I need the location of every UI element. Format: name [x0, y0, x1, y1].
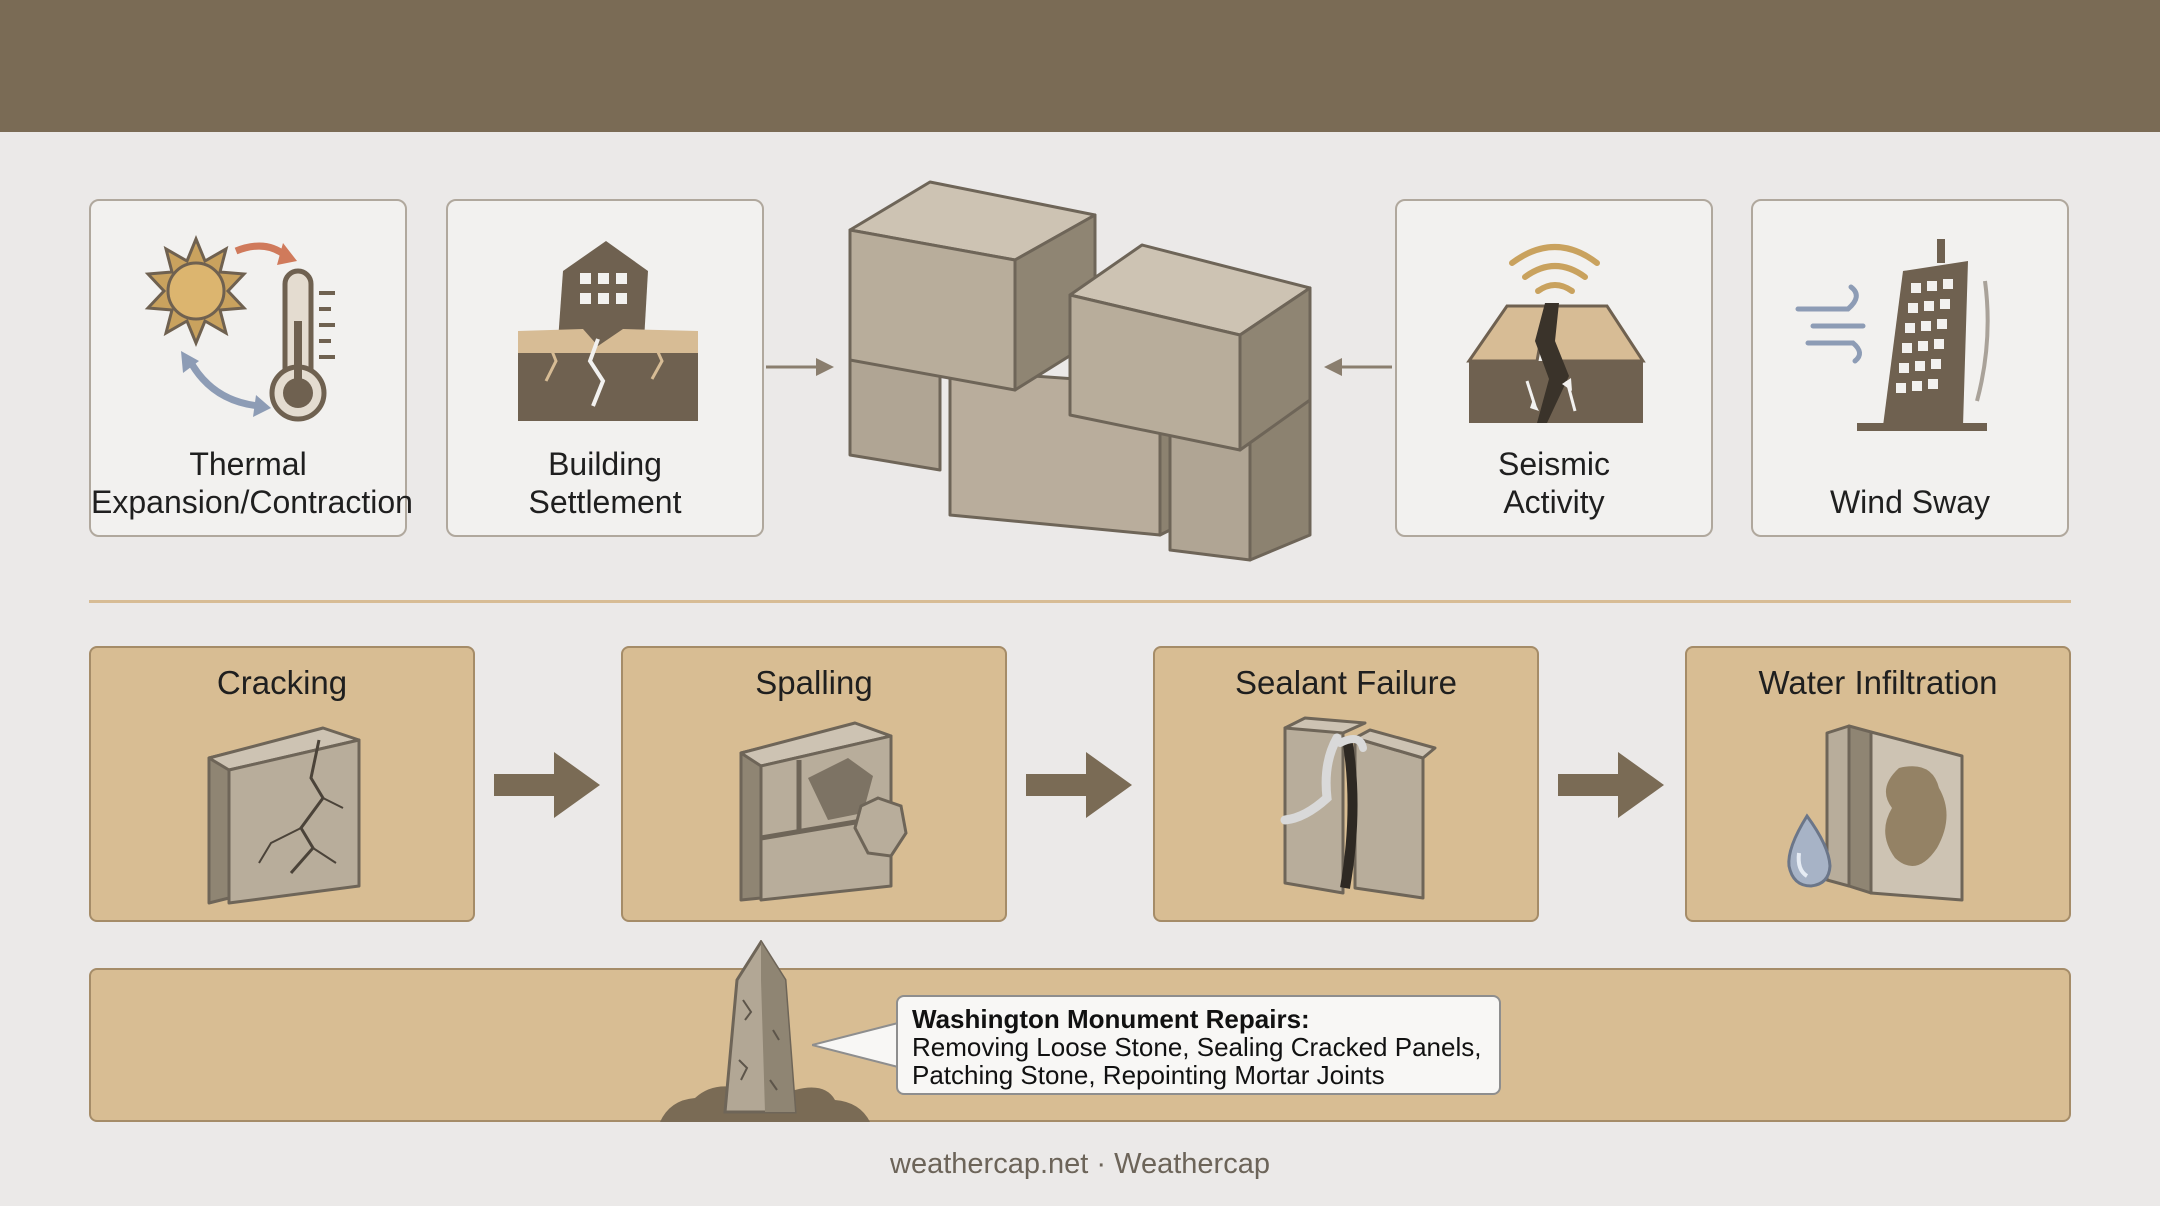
force-card-wind: Wind Sway — [1751, 199, 2069, 537]
arrow-left-icon — [1324, 358, 1392, 376]
failure-label-water: Water Infiltration — [1758, 664, 1998, 701]
force-label-seismic: Seismic Activity — [1497, 446, 1610, 520]
repairs-panel — [89, 968, 2071, 1122]
force-label-wind: Wind Sway — [1829, 484, 1991, 520]
cracked-stone-icon — [207, 726, 361, 905]
force-label-settlement: Building Settlement — [528, 446, 682, 520]
failure-label-sealant: Sealant Failure — [1235, 664, 1457, 701]
force-card-thermal: Thermal Expansion/Contraction — [89, 199, 413, 537]
washington-monument-icon — [660, 940, 875, 1122]
building-settlement-icon — [518, 241, 698, 421]
failure-label-spalling: Spalling — [755, 664, 873, 701]
force-card-seismic: Seismic Activity — [1395, 199, 1713, 537]
seismic-crack-icon — [1466, 244, 1646, 423]
water-drop-stain-icon — [1787, 724, 1964, 902]
callout-line-2: Patching Stone, Repointing Mortar Joints — [912, 1060, 1385, 1090]
footer-credit: weathercap.net · Weathercap — [890, 1148, 1270, 1180]
top-banner — [0, 0, 2160, 132]
callout-pointer — [812, 1021, 902, 1069]
flow-arrow-3 — [1558, 752, 1664, 818]
wind-building-icon — [1795, 239, 1990, 431]
failure-card-sealant: Sealant Failure — [1153, 646, 1539, 922]
flow-arrow-1 — [494, 752, 600, 818]
failure-card-water: Water Infiltration — [1685, 646, 2071, 922]
failure-card-spalling: Spalling — [621, 646, 1007, 922]
callout-title: Washington Monument Repairs: — [912, 1004, 1310, 1034]
thermometer-sun-icon — [144, 235, 335, 422]
repairs-callout: Washington Monument Repairs: Removing Lo… — [896, 995, 1501, 1095]
callout-line-1: Removing Loose Stone, Sealing Cracked Pa… — [912, 1032, 1482, 1062]
spalled-stone-icon — [739, 721, 908, 902]
failure-label-cracking: Cracking — [216, 664, 348, 701]
sealant-joint-icon — [1280, 716, 1437, 900]
failure-card-cracking: Cracking — [89, 646, 475, 922]
force-card-settlement: Building Settlement — [446, 199, 764, 537]
arrow-right-icon — [766, 358, 834, 376]
stone-wall-icon — [848, 180, 1312, 562]
force-label-thermal: Thermal Expansion/Contraction — [91, 446, 413, 520]
section-divider — [89, 600, 2071, 603]
flow-arrow-2 — [1026, 752, 1132, 818]
